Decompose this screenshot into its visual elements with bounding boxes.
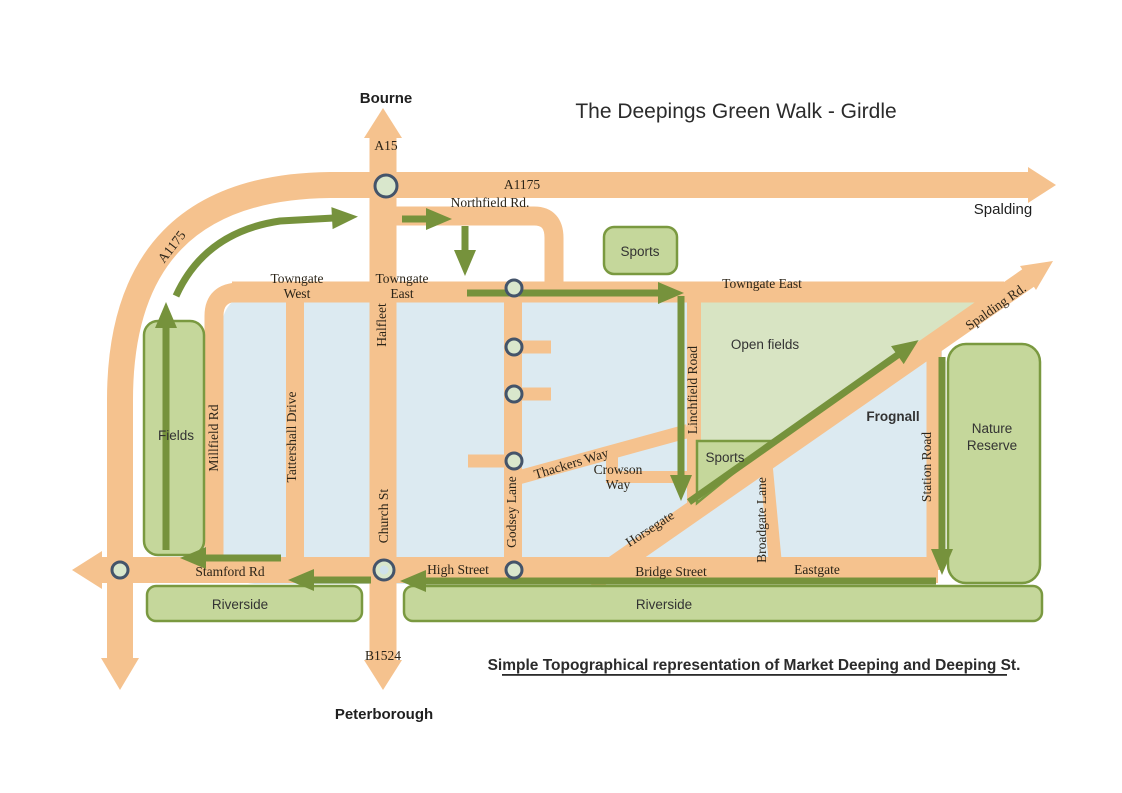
- subtitle-underline: [502, 674, 1007, 676]
- sports-north-box: [602, 225, 679, 276]
- junction-node-stamford-west: [110, 560, 130, 580]
- label-towngate-east-2: East: [390, 286, 413, 301]
- page-title: The Deepings Green Walk - Girdle: [575, 100, 896, 123]
- label-bridge-street: Bridge Street: [635, 564, 707, 579]
- label-tattershall: Tattershall Drive: [284, 392, 299, 483]
- page-subtitle: Simple Topographical representation of M…: [488, 657, 1021, 674]
- label-millfield: Millfield Rd: [206, 404, 221, 471]
- label-godsey: Godsey Lane: [504, 476, 519, 548]
- road-arrow-spalding-a1175: [1028, 167, 1056, 203]
- dest-spalding: Spalding: [974, 201, 1032, 218]
- label-reserve: Reserve: [967, 438, 1017, 453]
- road-arrow-south-b1524: [364, 660, 402, 690]
- label-sports-north: Sports: [620, 244, 659, 259]
- nature-reserve-box: [946, 342, 1042, 585]
- junction-node-godsey-high: [504, 560, 524, 580]
- dest-peterborough: Peterborough: [335, 706, 433, 723]
- label-frognall: Frognall: [866, 409, 919, 424]
- label-crowson-2: Way: [606, 477, 631, 492]
- label-riverside-east: Riverside: [636, 597, 692, 612]
- label-eastgate: Eastgate: [794, 562, 840, 577]
- label-towngate-east-1: Towngate: [375, 271, 428, 286]
- label-towngate-west-2: West: [284, 286, 311, 301]
- label-riverside-west: Riverside: [212, 597, 268, 612]
- junction-node-godsey-2: [504, 384, 524, 404]
- junction-node-godsey-3: [504, 451, 524, 471]
- label-crowson-1: Crowson: [594, 462, 643, 477]
- label-towngate-west-1: Towngate: [270, 271, 323, 286]
- label-nature: Nature: [972, 421, 1013, 436]
- label-broadgate: Broadgate Lane: [754, 477, 769, 563]
- label-high-street: High Street: [427, 562, 489, 577]
- junction-node-godsey-1: [504, 337, 524, 357]
- road-thackers: [511, 424, 690, 486]
- road-a1175-curve-south: [107, 172, 352, 662]
- route-a1175-curve: [172, 207, 358, 298]
- label-a1175-top: A1175: [504, 177, 540, 192]
- label-sports-south: Sports: [705, 450, 744, 465]
- label-northfield: Northfield Rd.: [451, 195, 530, 210]
- label-stamford: Stamford Rd: [195, 564, 265, 579]
- road-arrow-west-stamford: [72, 551, 102, 589]
- route-diagonal-northeast: [686, 340, 919, 505]
- road-broadgate: [759, 463, 783, 571]
- road-millfield: [204, 282, 241, 570]
- road-arrow-southwest: [101, 658, 139, 690]
- label-b1524: B1524: [365, 648, 401, 663]
- label-open-fields: Open fields: [731, 337, 800, 352]
- road-crowson: [606, 450, 690, 483]
- riverside-east-box: [402, 584, 1044, 623]
- road-northfield: [396, 206, 564, 283]
- label-a15: A15: [374, 138, 397, 153]
- junction-node-a15-a1175: [373, 173, 399, 199]
- road-horsegate-spalding-diagonal: [584, 267, 1037, 592]
- riverside-west-box: [145, 584, 364, 623]
- road-arrow-north-bourne: [364, 108, 402, 138]
- label-church-st: Church St: [376, 489, 391, 544]
- label-fields: Fields: [158, 428, 194, 443]
- dest-bourne: Bourne: [360, 90, 413, 107]
- junction-node-godsey-towngate: [504, 278, 524, 298]
- label-towngate-east-far: Towngate East: [722, 276, 802, 291]
- label-halfleet: Halfleet: [374, 303, 389, 347]
- label-station: Station Road: [919, 432, 934, 502]
- label-linchfield: Linchfield Road: [685, 346, 700, 434]
- junction-node-church-high-center: [379, 565, 389, 575]
- road-arrow-spalding-rd: [1020, 261, 1053, 290]
